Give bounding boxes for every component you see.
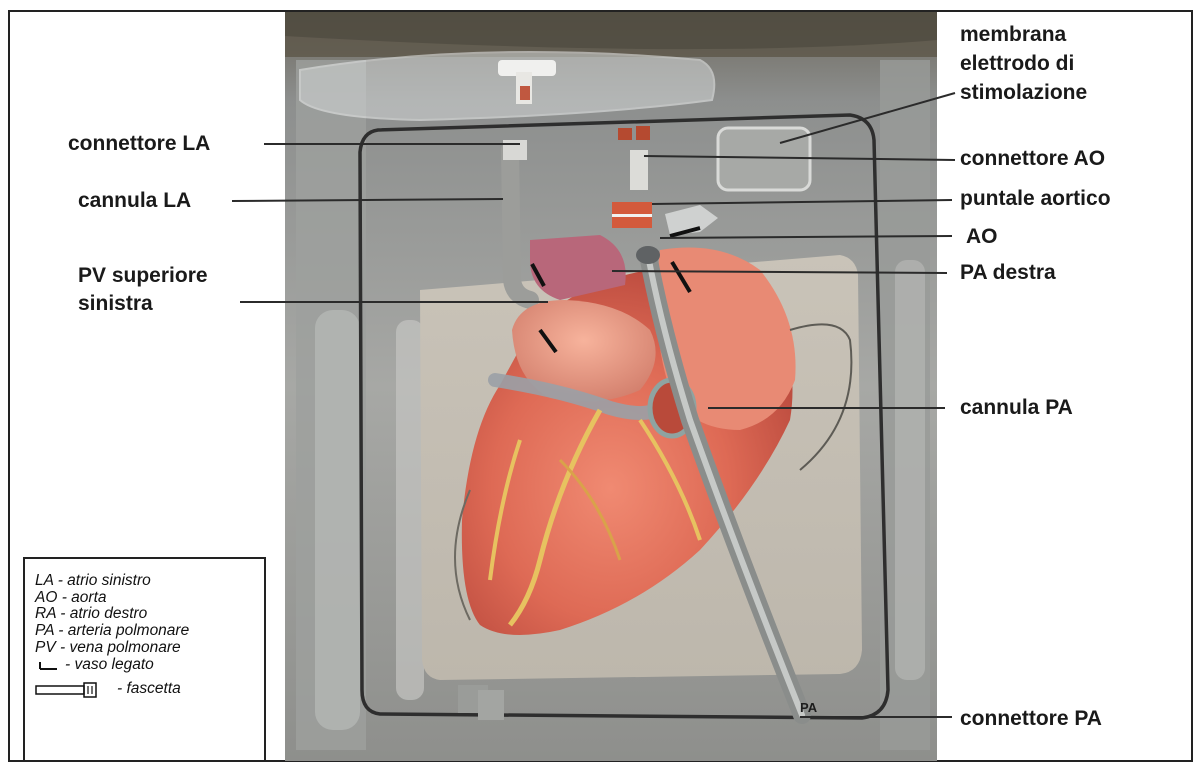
legend-text: - vaso legato [65,656,154,673]
label-connettore-pa: connettore PA [960,705,1102,732]
legend-item: PA - arteria polmonare [35,623,264,640]
label-cannula-pa: cannula PA [960,394,1073,421]
legend-abbr: LA [35,572,53,589]
photo-pa-marking: PA [800,700,818,715]
band-icon [35,682,101,698]
label-membrana-elettrodo: membrana elettrodo di stimolazione [960,20,1087,107]
legend-text: - arteria polmonare [54,622,189,639]
legend-item-ligated: - vaso legato [35,657,264,674]
legend-text: - aorta [57,589,106,606]
label-line: sinistra [78,290,208,318]
legend-item: PV - vena polmonare [35,640,264,657]
ligature-icon [39,660,59,672]
label-pv-superiore-sinistra: PV superiore sinistra [78,262,208,318]
legend-abbr: PA [35,622,54,639]
label-cannula-la: cannula LA [78,187,191,214]
label-line: PV superiore [78,262,208,290]
label-connettore-la: connettore LA [68,130,210,157]
legend-item-band: - fascetta [35,681,264,698]
label-line: membrana [960,20,1087,49]
legend-item: AO - aorta [35,590,264,607]
label-puntale-aortico: puntale aortico [960,185,1111,212]
legend-abbr: PV [35,639,56,656]
legend-item: RA - atrio destro [35,606,264,623]
legend-text: - atrio sinistro [53,572,150,589]
label-line: elettrodo di [960,49,1087,78]
legend-text: - vena polmonare [56,639,181,656]
legend-text: - atrio destro [56,605,147,622]
legend-text: - fascetta [117,680,181,697]
label-ao: AO [966,223,998,250]
legend-item: LA - atrio sinistro [35,573,264,590]
legend-abbr: AO [35,589,57,606]
label-pa-destra: PA destra [960,259,1056,286]
legend-box: LA - atrio sinistro AO - aorta RA - atri… [23,557,266,762]
legend-abbr: RA [35,605,56,622]
label-line: stimolazione [960,78,1087,107]
label-connettore-ao: connettore AO [960,145,1105,172]
